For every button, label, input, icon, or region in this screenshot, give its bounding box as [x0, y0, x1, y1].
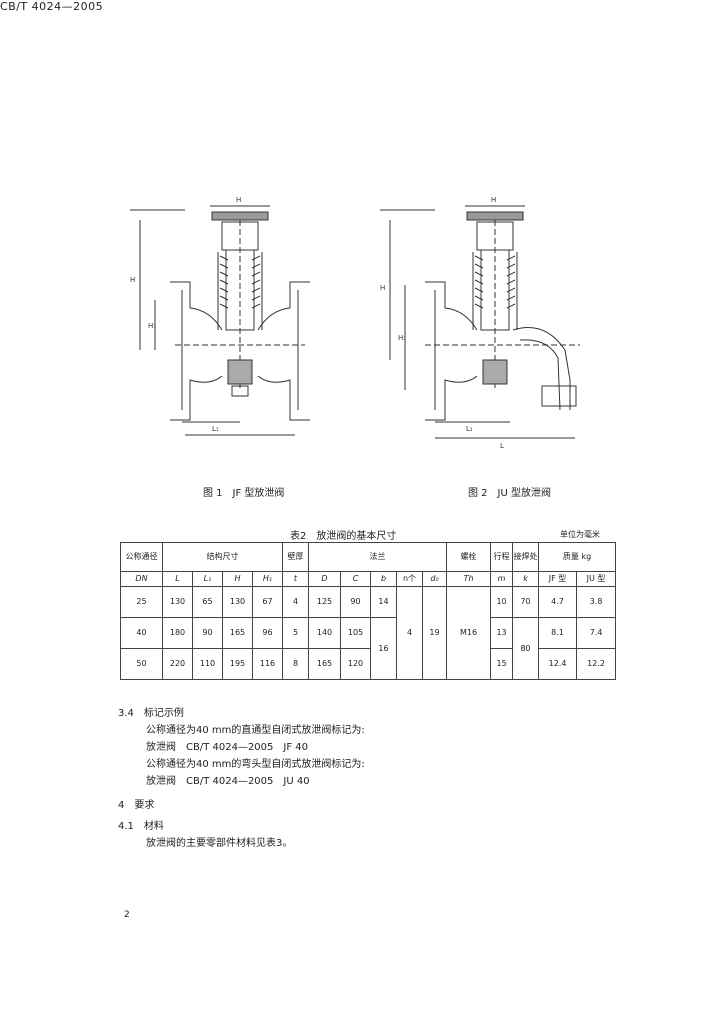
cell-m: 13 [490, 617, 514, 649]
cell-L: 130 [162, 586, 193, 618]
section-4-1-heading: 4.1 材料 [118, 821, 164, 832]
header-L: L [162, 571, 193, 587]
cell-C: 105 [340, 617, 371, 649]
header-L1: L₁ [192, 571, 223, 587]
section-3-4-heading: 3.4 标记示例 [118, 708, 184, 719]
table-unit: 单位为毫米 [560, 530, 600, 539]
cell-L1: 90 [192, 617, 223, 649]
cell-jf: 4.7 [538, 586, 578, 618]
header-t: t [282, 571, 309, 587]
header-weld: 接焊处 [512, 542, 540, 572]
figure-2-caption: 图 2 JU 型放泄阀 [468, 488, 551, 499]
cell-m: 15 [490, 648, 514, 680]
table-row: 25 130 65 130 67 4 125 90 14 4 19 M16 10… [120, 586, 617, 680]
header-C: C [340, 571, 371, 587]
cell-C: 120 [340, 648, 371, 680]
cell-C: 90 [340, 586, 371, 618]
cell-d0: 19 [421, 586, 448, 680]
svg-text:L₁: L₁ [466, 425, 473, 433]
cell-k: 70 [512, 586, 540, 618]
cell-th: M16 [446, 586, 492, 680]
svg-text:H: H [491, 196, 496, 204]
cell-D: 165 [308, 648, 341, 680]
header-H1: H₁ [252, 571, 283, 587]
cell-L: 220 [162, 648, 193, 680]
cell-dn: 25 [120, 586, 163, 618]
cell-H: 165 [222, 617, 253, 649]
header-stroke: 行程 [490, 542, 514, 572]
svg-text:H₁: H₁ [398, 334, 406, 342]
header-wall: 壁厚 [282, 542, 309, 572]
cell-m: 10 [490, 586, 514, 618]
svg-text:H₁: H₁ [148, 322, 156, 330]
section-4-heading: 4 要求 [118, 800, 155, 811]
document-code: CB/T 4024—2005 [0, 0, 104, 13]
svg-text:H: H [236, 196, 241, 204]
table-title: 表2 放泄阀的基本尺寸 [290, 531, 397, 542]
header-m: m [490, 571, 514, 587]
table-header-row-1: 公称通径 结构尺寸 壁厚 法兰 螺栓 行程 接焊处 质量 kg [120, 542, 617, 572]
cell-H1: 96 [252, 617, 283, 649]
cell-D: 125 [308, 586, 341, 618]
table-row: 40 180 90 165 96 5 140 105 16 13 80 8.1 … [120, 617, 617, 680]
cell-t: 8 [282, 648, 309, 680]
header-d0: d₀ [421, 571, 448, 587]
cell-jf: 8.1 [538, 617, 578, 649]
header-dn-sym: DN [120, 571, 163, 587]
dimensions-table: 公称通径 结构尺寸 壁厚 法兰 螺栓 行程 接焊处 质量 kg DN L L₁ … [120, 542, 617, 680]
cell-H: 130 [222, 586, 253, 618]
header-b: b [370, 571, 397, 587]
section-3-4-line: 放泄阀 CB/T 4024—2005 JF 40 [146, 742, 309, 753]
cell-t: 5 [282, 617, 309, 649]
section-4-1-line: 放泄阀的主要零部件材料见表3。 [146, 838, 293, 849]
section-3-4-line: 公称通径为40 mm的直通型自闭式放泄阀标记为: [146, 725, 365, 736]
cell-dn: 50 [120, 648, 163, 680]
table-row: 50 220 110 195 116 8 165 120 15 12.4 12.… [120, 648, 617, 680]
cell-ju: 12.2 [576, 648, 617, 680]
cell-ju: 3.8 [576, 586, 617, 618]
svg-text:L₁: L₁ [212, 425, 219, 433]
header-struct: 结构尺寸 [162, 542, 283, 572]
cell-b: 16 [370, 617, 397, 680]
header-th: Th [446, 571, 492, 587]
cell-n: 4 [396, 586, 423, 680]
svg-text:H: H [380, 284, 385, 292]
figure-1-caption: 图 1 JF 型放泄阀 [203, 488, 285, 499]
cell-H: 195 [222, 648, 253, 680]
cell-L1: 65 [192, 586, 223, 618]
page-number: 2 [124, 910, 130, 920]
svg-text:L: L [500, 442, 504, 450]
cell-L: 180 [162, 617, 193, 649]
header-n: n个 [396, 571, 423, 587]
cell-H1: 67 [252, 586, 283, 618]
header-weight: 质量 kg [538, 542, 617, 572]
cell-k: 80 [512, 617, 540, 680]
header-nut: 螺栓 [446, 542, 492, 572]
header-k: k [512, 571, 540, 587]
figure-jf-valve-drawing: H H H₁ L₁ [130, 196, 310, 436]
cell-ju: 7.4 [576, 617, 617, 649]
header-jf: JF 型 [538, 571, 578, 587]
section-3-4-line: 公称通径为40 mm的弯头型自闭式放泄阀标记为: [146, 759, 365, 770]
cell-b: 14 [370, 586, 397, 618]
header-dn: 公称通径 [120, 542, 163, 572]
cell-jf: 12.4 [538, 648, 578, 680]
cell-D: 140 [308, 617, 341, 649]
header-H: H [222, 571, 253, 587]
cell-dn: 40 [120, 617, 163, 649]
cell-L1: 110 [192, 648, 223, 680]
header-flange: 法兰 [307, 542, 448, 572]
cell-H1: 116 [252, 648, 283, 680]
table-header-row-2: DN L L₁ H H₁ t D C b n个 d₀ Th m k JF 型 J… [120, 571, 617, 587]
header-ju: JU 型 [576, 571, 617, 587]
section-3-4-line: 放泄阀 CB/T 4024—2005 JU 40 [146, 776, 310, 787]
header-D: D [308, 571, 341, 587]
figure-ju-valve-drawing: H H H₁ L₁ L [380, 196, 580, 450]
cell-t: 4 [282, 586, 309, 618]
svg-text:H: H [130, 276, 135, 284]
